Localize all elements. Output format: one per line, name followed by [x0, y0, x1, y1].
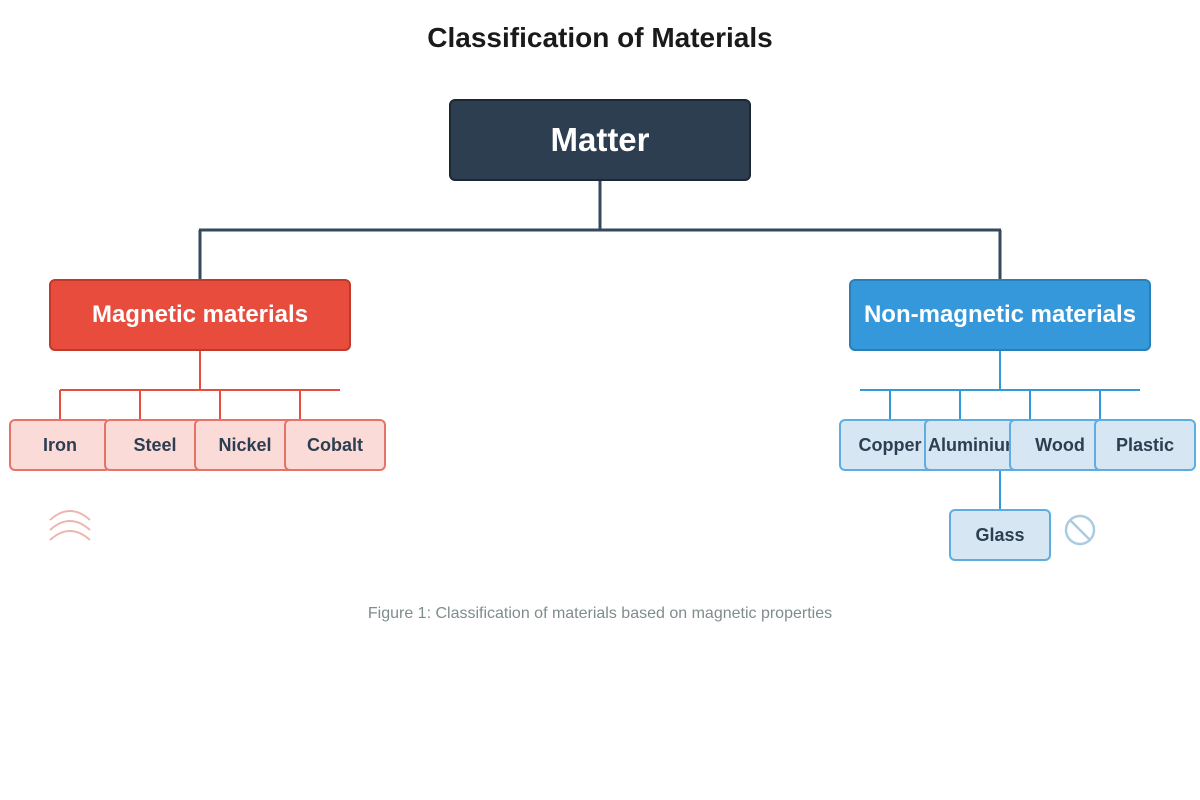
- steel-node: Steel: [104, 419, 206, 471]
- non-magnetic-materials-node: Non-magnetic materials: [849, 279, 1151, 351]
- magnetic-materials-node: Magnetic materials: [49, 279, 351, 351]
- root-connectors: [198, 181, 1002, 279]
- non-magnetic-connectors: [860, 351, 1140, 510]
- nickel-node: Nickel: [194, 419, 296, 471]
- prohibited-icon: [1064, 514, 1096, 546]
- iron-node: Iron: [9, 419, 111, 471]
- magnetic-connectors: [59, 351, 340, 420]
- magnetic-field-icon: [49, 510, 91, 541]
- matter-node: Matter: [449, 99, 751, 181]
- cobalt-node: Cobalt: [284, 419, 386, 471]
- diagram-title: Classification of Materials: [427, 22, 773, 53]
- glass-node: Glass: [949, 509, 1051, 561]
- figure-caption: Figure 1: Classification of materials ba…: [367, 605, 833, 622]
- plastic-node: Plastic: [1094, 419, 1196, 471]
